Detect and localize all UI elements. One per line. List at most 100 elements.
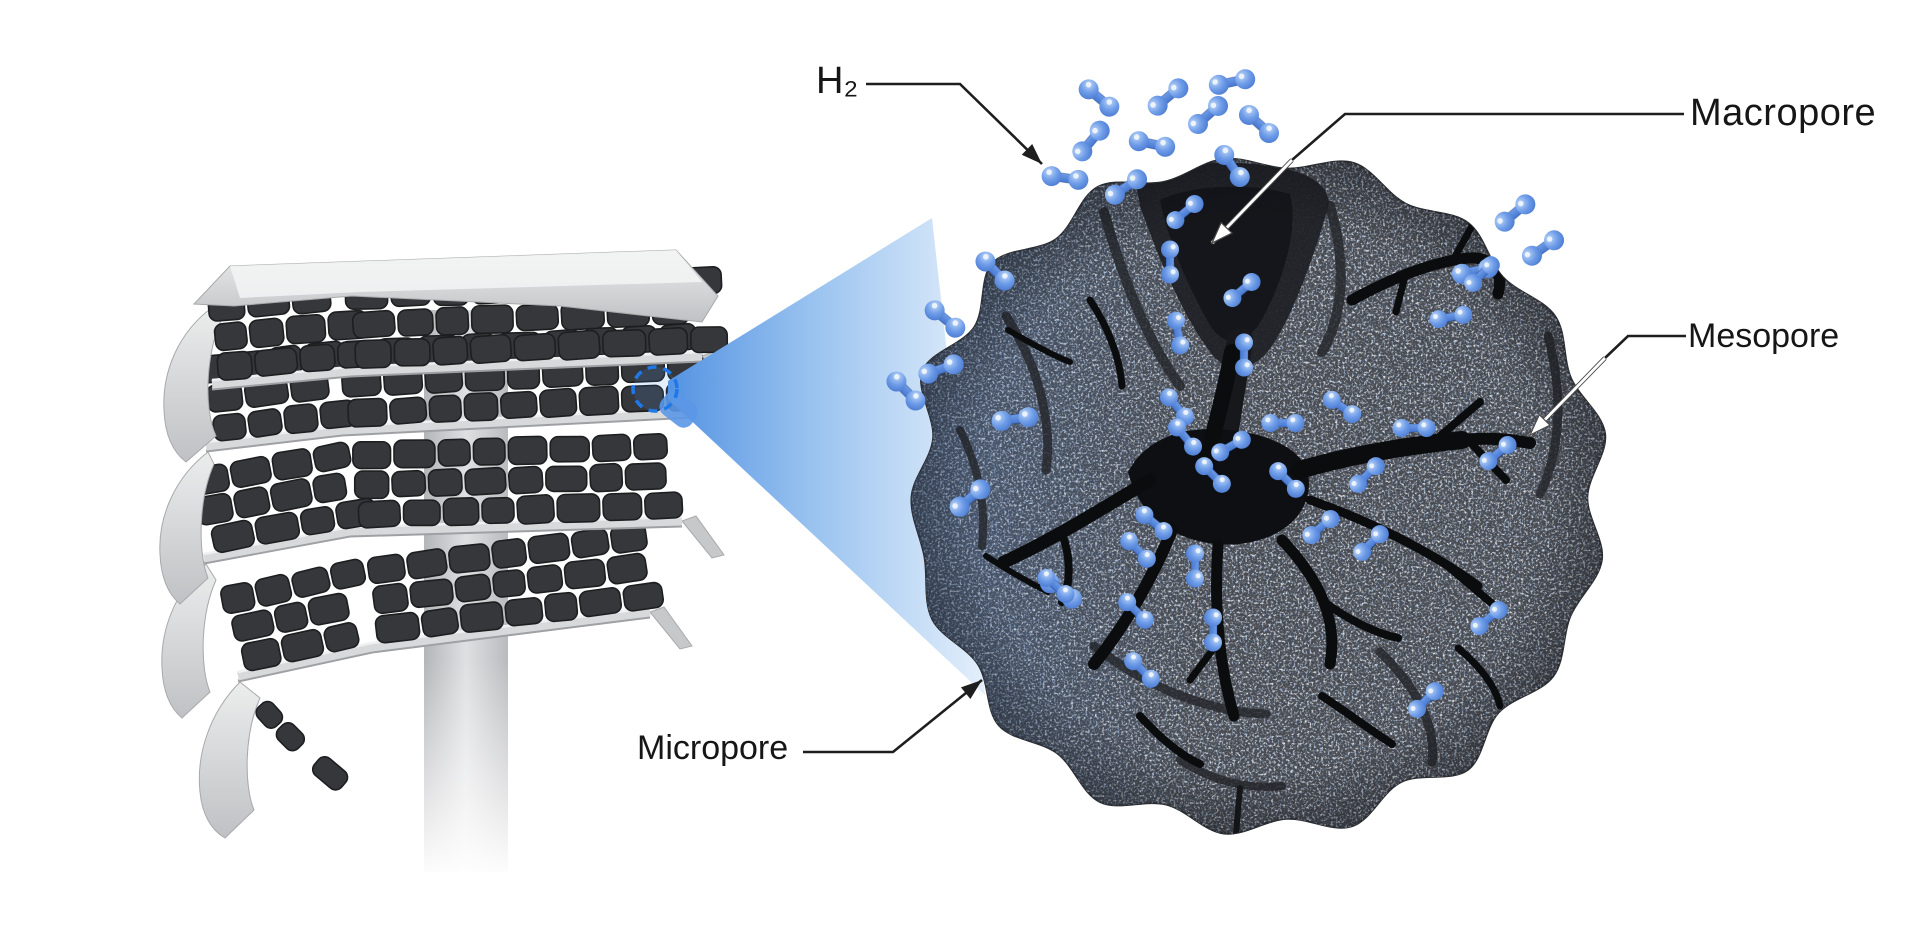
pellet-brick <box>459 601 504 633</box>
tray-plate-shadow <box>205 415 695 453</box>
h-atom-highlight <box>1213 612 1219 618</box>
tray-layer <box>163 249 745 463</box>
pellet-brick <box>299 506 336 536</box>
h-atom <box>905 390 926 411</box>
pellet-brick <box>291 566 331 598</box>
tray-plate-shadow <box>237 615 651 683</box>
h-atom <box>1322 390 1341 409</box>
pellet-brick <box>351 309 396 339</box>
arrow-line <box>1291 112 1684 161</box>
pellet-brick <box>254 511 301 545</box>
zoom-cone-beam <box>668 218 985 695</box>
h-atom-highlight <box>1073 173 1079 179</box>
arrowhead <box>960 680 982 700</box>
pellet-brick <box>469 333 513 365</box>
h-atom-highlight <box>1244 337 1250 343</box>
h-atom-highlight <box>1129 175 1136 181</box>
pellet-brick <box>464 466 507 496</box>
h-atom-highlight <box>1175 314 1181 321</box>
h-atom <box>1370 525 1389 544</box>
h-atom-highlight <box>1396 422 1402 428</box>
h-atom-highlight <box>1210 102 1217 109</box>
h-atom <box>1544 230 1565 251</box>
h-atom <box>1137 549 1156 568</box>
h-atom-highlight <box>1183 409 1189 416</box>
pellet-brick <box>299 343 336 373</box>
h-atom-highlight <box>1222 147 1229 154</box>
pellet-brick <box>366 553 406 585</box>
pellet-brick <box>312 441 352 473</box>
h-atom-highlight <box>1421 422 1427 428</box>
h-atom-highlight <box>1107 190 1114 197</box>
pellet-brick <box>323 622 360 653</box>
pellet-brick <box>269 478 313 512</box>
pellet-brick <box>591 433 632 463</box>
h-atom <box>1211 443 1230 462</box>
pellet-brick <box>233 486 271 519</box>
pellet-brick <box>247 408 283 438</box>
h-atom-highlight <box>1195 573 1201 579</box>
pellet-brick <box>406 548 448 580</box>
h-atom-highlight <box>1246 107 1252 114</box>
pellet-brick <box>544 591 579 623</box>
pellet-brick <box>432 335 469 366</box>
pellet-brick <box>602 492 643 522</box>
h2-molecule <box>1211 430 1251 462</box>
pellet-brick <box>570 528 610 559</box>
h-atom-highlight <box>1290 417 1296 423</box>
pellet-brick <box>491 538 528 569</box>
extracted-pellet <box>659 391 698 428</box>
extracted-pellet-shape <box>659 391 698 428</box>
h-atom <box>1128 131 1149 152</box>
h-atom-highlight <box>1124 595 1130 601</box>
pellet-brick <box>402 499 441 527</box>
pellet-brick <box>285 313 327 345</box>
h-atom-highlight <box>1175 420 1181 426</box>
h-atom-highlight <box>894 374 900 380</box>
pellet-brick <box>280 628 325 663</box>
tray-left-skirt <box>159 451 215 605</box>
h-atom <box>1155 136 1176 157</box>
pellet-brick <box>374 611 421 644</box>
h-atom <box>1167 418 1186 437</box>
pellet-brick <box>504 597 544 627</box>
h-atom <box>1161 265 1179 284</box>
h-atom <box>1408 699 1427 718</box>
h-atom <box>1184 437 1203 456</box>
h-atom-highlight <box>1212 79 1218 85</box>
h2-molecule <box>1120 532 1156 568</box>
h-atom <box>1186 569 1204 588</box>
h2-molecule <box>1037 568 1075 604</box>
h-atom <box>1204 633 1222 652</box>
pellet-brick <box>248 317 285 349</box>
label-macropore: Macropore <box>1690 92 1877 134</box>
loose-pellets <box>255 700 349 791</box>
h-atom <box>1521 245 1542 266</box>
pellet-brick <box>273 601 309 633</box>
label-micropore: Micropore <box>637 729 789 767</box>
pellet-brick <box>563 558 607 590</box>
h-atom <box>1286 414 1305 432</box>
h2-molecule <box>1186 544 1204 588</box>
tray-left-skirt <box>198 681 261 839</box>
h2-molecule <box>1187 95 1229 135</box>
tray-plate <box>205 407 695 451</box>
zoom-cone <box>631 218 985 695</box>
h-atom <box>1037 568 1056 587</box>
h-atom-highlight <box>1491 606 1498 612</box>
h-atom <box>1159 388 1178 407</box>
tray-left-skirt <box>163 305 223 463</box>
h-atom-highlight <box>1170 84 1177 91</box>
h-atom-highlight <box>1238 169 1244 176</box>
h-atom-highlight <box>1160 139 1166 146</box>
h-atom <box>1286 479 1305 498</box>
label-h2: H₂ <box>816 60 859 102</box>
h-atom-highlight <box>1235 435 1241 441</box>
h-atom-highlight <box>1517 200 1524 207</box>
h-atom <box>1321 509 1340 528</box>
h-atom-highlight <box>1225 294 1231 300</box>
tray-plate <box>211 351 703 389</box>
h2-molecule <box>1147 78 1189 116</box>
h-atom <box>1208 74 1229 95</box>
